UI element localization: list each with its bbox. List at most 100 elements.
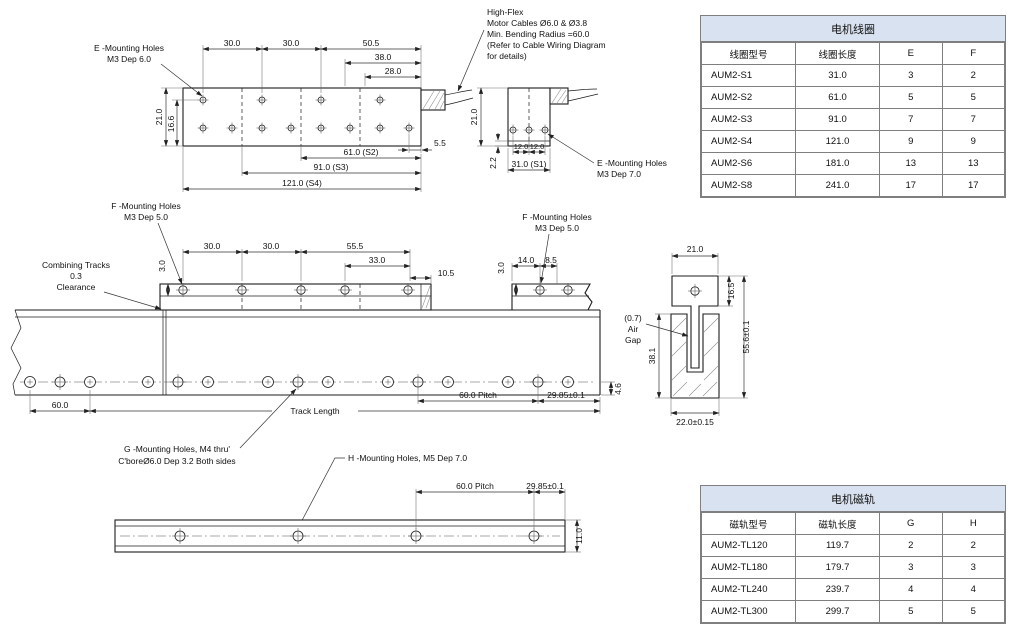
annotation: for details) [487,51,527,61]
cell: 3 [879,64,943,87]
cell: 91.0 [795,108,880,131]
cell: 13 [941,152,1005,175]
col-header: 线圈型号 [701,42,796,65]
dim-label: 60.0 [52,400,69,410]
table-row: AUM2-S6 181.0 13 13 [701,152,1005,175]
annotation: Min. Bending Radius =60.0 [487,29,590,39]
track-table: 电机磁轨 磁轨型号 磁轨长度 G H AUM2-TL120 119.7 2 2 … [700,485,1006,624]
annotation: F -Mounting Holes [522,212,591,222]
cross-section-view: 21.0 16.5 55.6±0.1 38.1 22.0±0.15 (0.7) … [624,244,751,427]
cell: 4 [879,578,943,601]
dim-label: 33.0 [369,255,386,265]
cell: 17 [879,174,943,197]
cell: 4 [941,578,1005,601]
dim-label: 2.2 [488,157,498,169]
dim-label: 30.0 [283,38,300,48]
annotation: C'boreØ6.0 Dep 3.2 Both sides [118,456,235,466]
cell: 61.0 [795,86,880,109]
dim-label: 8.5 [545,255,557,265]
annotation: F -Mounting Holes [111,201,180,211]
cell: 3 [941,556,1005,579]
cell: AUM2-S8 [701,174,796,197]
motor-cable [567,88,598,92]
annotation: (Refer to Cable Wiring Diagram [487,40,606,50]
dim-label: 50.5 [363,38,380,48]
table-row: AUM2-S3 91.0 7 7 [701,108,1005,131]
table-row: AUM2-S4 121.0 9 9 [701,130,1005,153]
coil-table-title: 电机线圈 [701,16,1005,42]
cell: 121.0 [795,130,880,153]
dim-label: 30.0 [263,241,280,251]
track-table-title: 电机磁轨 [701,486,1005,512]
cell: 2 [879,534,943,557]
dim-label: 12.0 [530,142,545,151]
dim-label: 16.6 [166,115,176,132]
annotation: G -Mounting Holes, M4 thru' [124,444,230,454]
dim-label: 30.0 [204,241,221,251]
cell: AUM2-S3 [701,108,796,131]
dim-label: 30.0 [224,38,241,48]
dim-label: 31.0 (S1) [512,159,547,169]
cell: 17 [941,174,1005,197]
annotation: Combining Tracks [42,260,110,270]
table-row: AUM2-S2 61.0 5 5 [701,86,1005,109]
cell: 2 [941,534,1005,557]
cell: AUM2-TL180 [701,556,796,579]
annotation: High-Flex [487,7,524,17]
dim-label: 38.1 [647,347,657,364]
dim-label: 91.0 (S3) [314,162,349,172]
coil-side-body [159,283,432,311]
table-row: AUM2-TL120 119.7 2 2 [701,534,1005,557]
dim-label: 60.0 Pitch [459,390,497,400]
cell: AUM2-S2 [701,86,796,109]
e-mount-top-note: E -Mounting Holes M3 Dep 6.0 [94,43,203,97]
annotation: Clearance [57,282,96,292]
dim-label: 28.0 [385,66,402,76]
side-view: 30.0 30.0 55.5 33.0 10.5 3.0 14.0 8.5 3.… [10,201,623,529]
cell: AUM2-S1 [701,64,796,87]
dim-label: 121.0 (S4) [282,178,322,188]
dim-label: 61.0 (S2) [344,147,379,157]
annotation: Track Length [290,406,340,416]
col-header: G [879,512,943,535]
table-row: AUM2-S1 31.0 3 2 [701,64,1005,87]
dim-label: 29.85±0.1 [526,481,564,491]
track-bottom-view: 60.0 Pitch 29.85±0.1 11.0 [114,481,584,553]
cable-exit-block [549,87,569,105]
annotation: 0.3 [70,271,82,281]
annotation: Gap [625,335,641,345]
dim-label: 11.0 [574,528,584,544]
coil-table-header: 线圈型号 线圈长度 E F [701,42,1005,65]
cell: 9 [879,130,943,153]
annotation: E -Mounting Holes [597,158,667,168]
dim-label: 14.0 [518,255,535,265]
high-flex-note: High-Flex Motor Cables Ø6.0 & Ø3.8 Min. … [457,7,606,92]
col-header: 磁轨型号 [701,512,796,535]
dim-label: 22.0±0.15 [676,417,714,427]
dim-label: 3.0 [496,262,506,274]
annotation: M3 Dep 7.0 [597,169,641,179]
dim-label: 5.5 [434,138,446,148]
cell: 7 [879,108,943,131]
cell: 13 [879,152,943,175]
magnetic-track-side [10,309,601,396]
cell: 5 [879,86,943,109]
dim-label: 55.5 [347,241,364,251]
cell: 5 [941,86,1005,109]
dim-label: 21.0 [469,108,479,125]
annotation: Air [628,324,639,334]
dim-label: 10.5 [438,268,455,278]
table-row: AUM2-S8 241.0 17 17 [701,174,1005,197]
col-header: H [941,512,1005,535]
annotation: H -Mounting Holes, M5 Dep 7.0 [348,453,467,463]
dim-label: 4.6 [613,383,623,395]
annotation: (0.7) [624,313,642,323]
cell: 7 [941,108,1005,131]
cell: AUM2-TL120 [701,534,796,557]
cell: 181.0 [795,152,880,175]
adjoining-coil [511,283,593,311]
cable-exit-block [420,89,446,111]
col-header: 线圈长度 [795,42,880,65]
